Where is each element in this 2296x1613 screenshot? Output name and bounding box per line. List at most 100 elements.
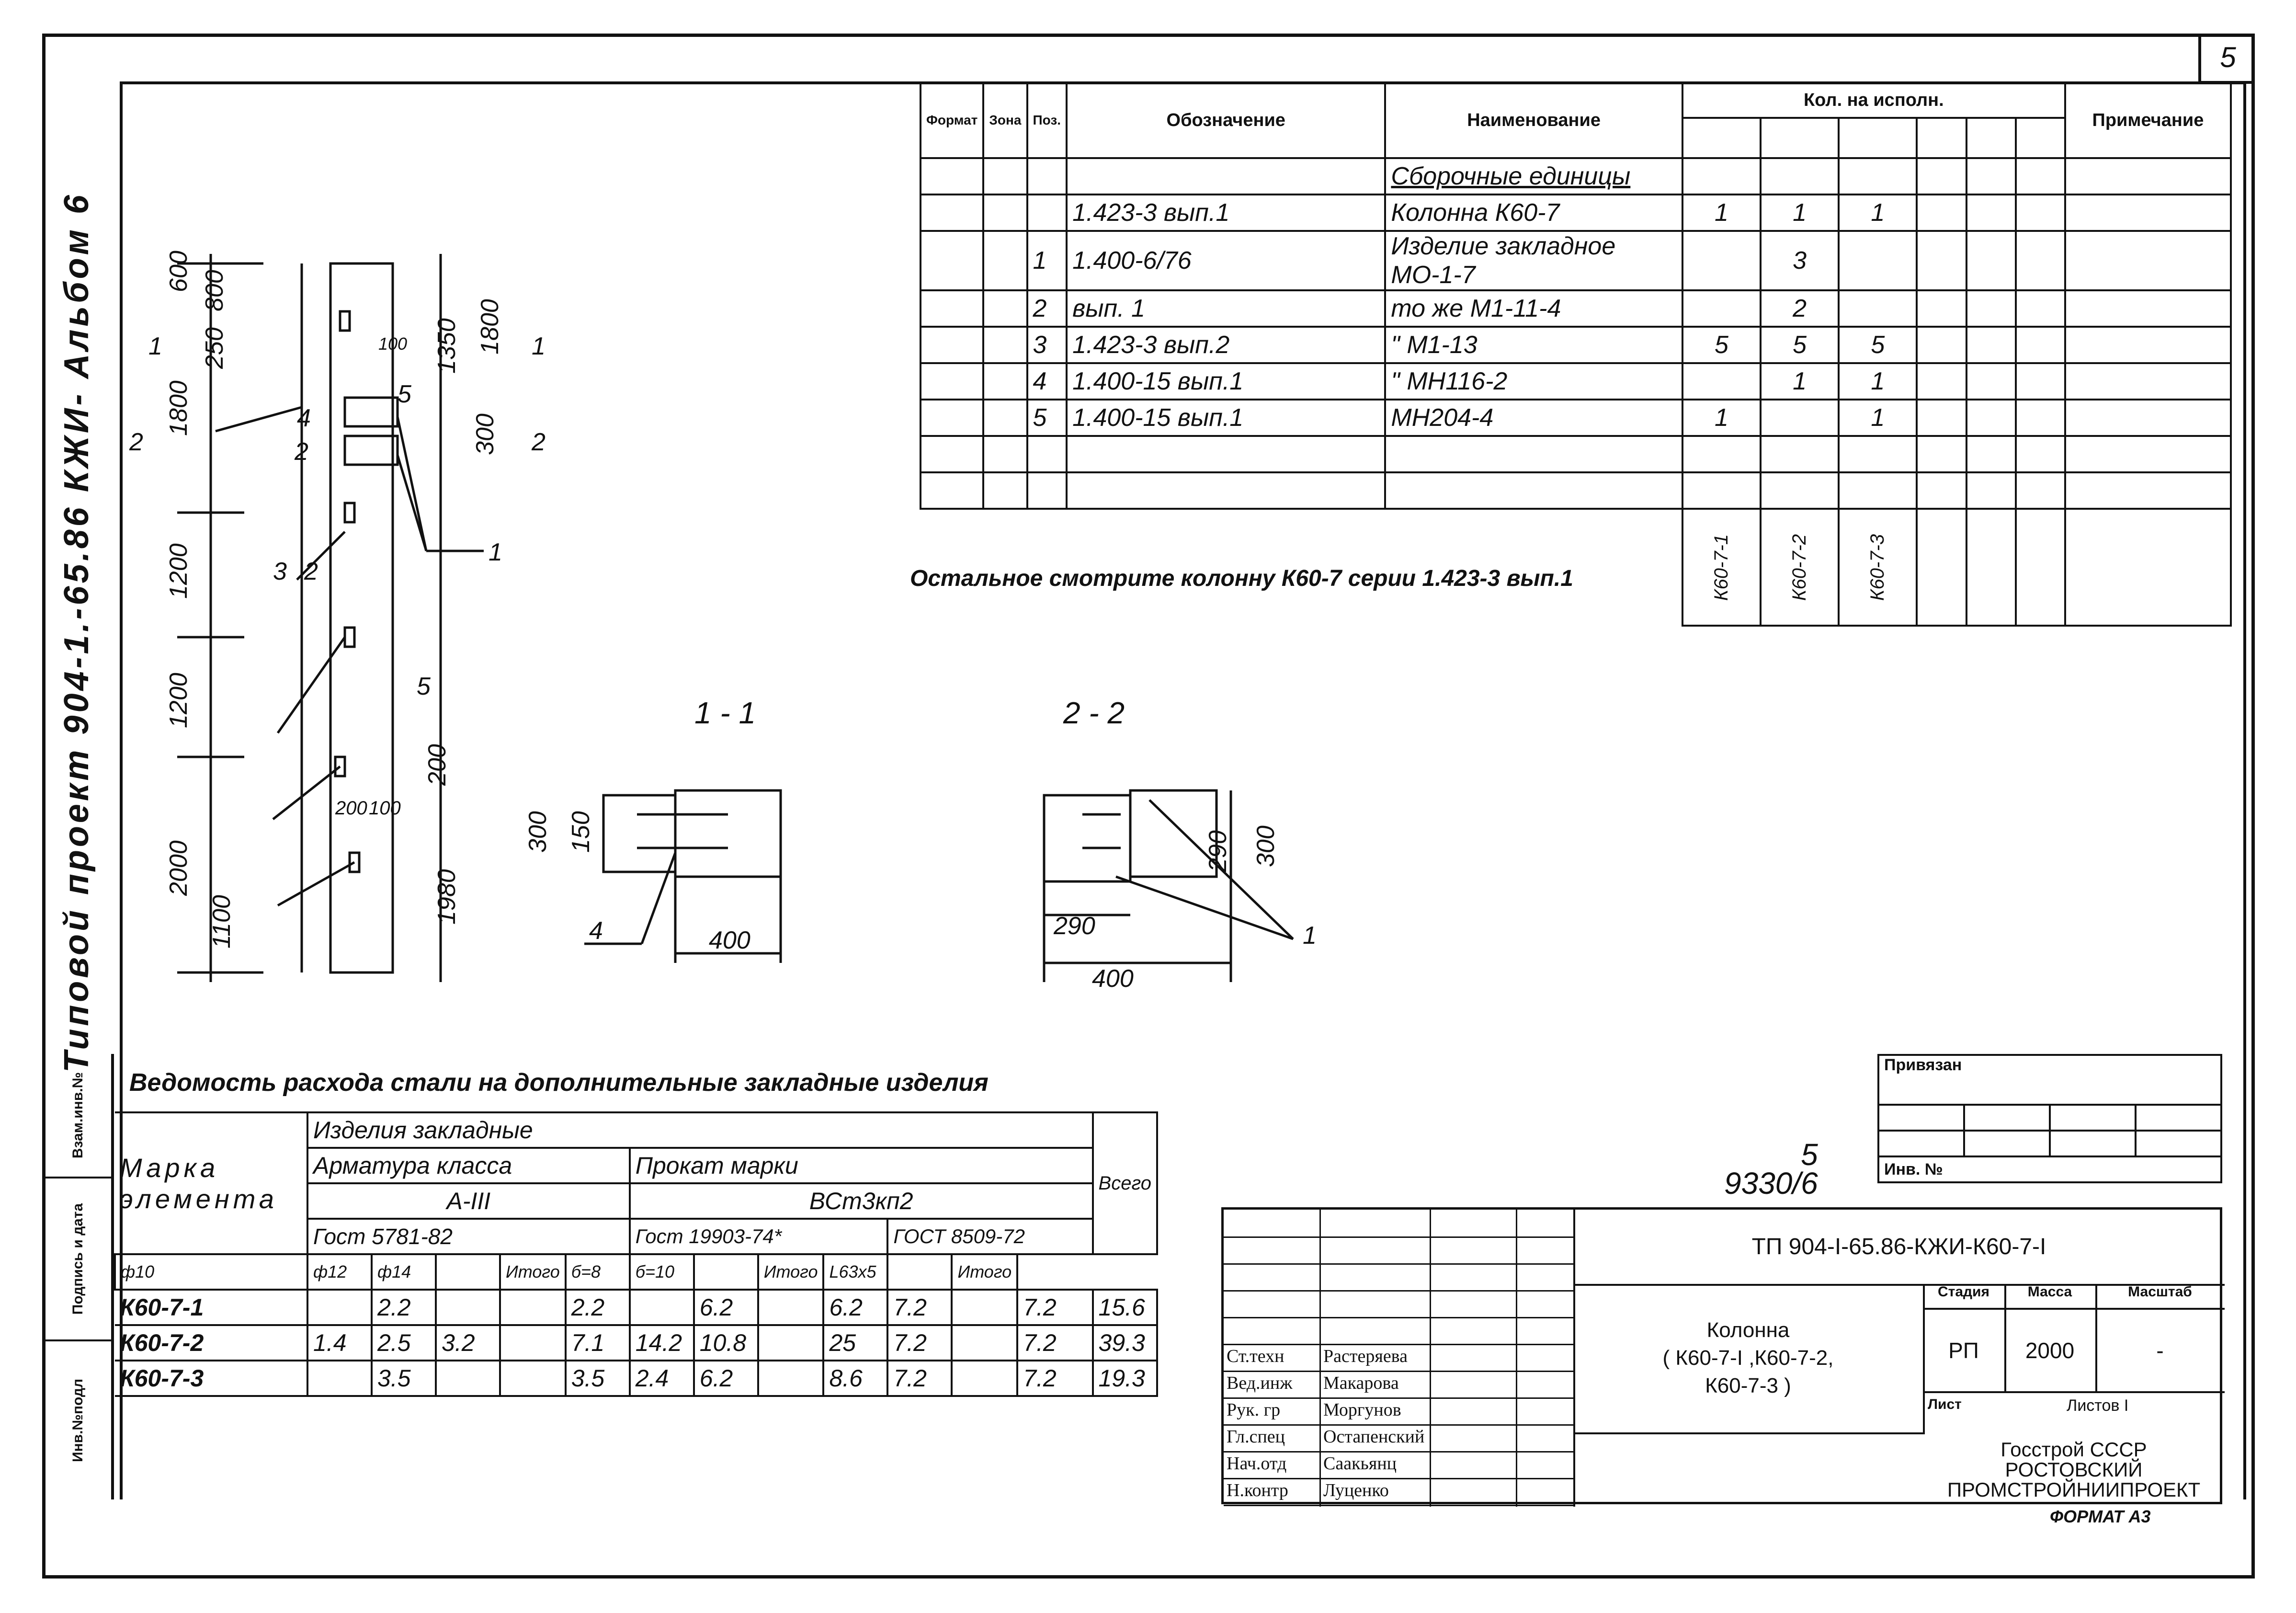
scale-value: - [2156,1338,2164,1363]
cell-designation [1066,435,1387,473]
stage-block: Стадия Масса Масштаб РП 2000 - Лист Лист… [1923,1284,2225,1432]
cell-designation: 1.423-3 вып.1 [1066,194,1387,232]
qty-value [1965,230,2017,291]
group-header: Изделия закладные [307,1111,1094,1149]
gost-1: Гост 19903-74* [628,1218,889,1255]
qty-value [1838,435,1918,473]
dim-label: 1200 [165,543,193,599]
row-value: 14.2 [628,1324,695,1361]
sidebar-label: Подпись и дата [70,1203,86,1315]
sidebar-label: Взам.инв.№ [70,1072,86,1159]
dim-label: 1100 [208,895,236,949]
qty-value: 1 [1838,362,1918,400]
mass-header: Масса [2004,1284,2097,1310]
row-total: 39.3 [1091,1324,1159,1361]
cell-name: МН204-4 [1384,399,1683,437]
cell-pos: 5 [1026,399,1068,437]
drawing-title: Колонна ( К60-7-I ,К60-7-2, К60-7-3 ) [1573,1284,1925,1434]
cut-mark: 2 [129,428,143,456]
row-value [757,1289,825,1326]
cell-designation: 1.400-6/76 [1066,230,1387,291]
table-row [919,471,2232,510]
qty-value [1838,471,1918,510]
qty-value: 5 [1838,326,1918,364]
row-value [307,1360,373,1397]
qty-value [1760,399,1840,437]
drawing-code: ТП 904-I-65.86-КЖИ-К60-7-I [1573,1210,2225,1286]
sheet-header: Лист [1928,1396,1962,1412]
dim-label: 1800 [476,299,504,355]
cell-name: Колонна К60-7 [1384,194,1683,232]
row-total: 19.3 [1091,1360,1159,1397]
row-value [757,1324,825,1361]
sidebar-cell: Инв.№подл [42,1341,114,1499]
row-value: 7.2 [887,1324,953,1361]
section-label: 1 - 1 [694,696,756,730]
table-row: Сборочные единицы [919,157,2232,195]
qty-value: 1 [1681,194,1762,232]
role-label: Гл.спец [1227,1427,1285,1447]
qty-value [1965,435,2017,473]
cell-pos [1026,471,1068,510]
qty-value [1916,194,1967,232]
row-value: 2.4 [628,1360,695,1397]
qty-value: 1 [1681,399,1762,437]
row-value: 2.5 [371,1324,437,1361]
qty-value: 3 [1760,230,1840,291]
col-zone: Зона [982,81,1028,159]
dim-label: 1800 [165,380,193,436]
mass-value: 2000 [2004,1310,2097,1391]
qty-value [1965,289,2017,328]
row-value: 3.2 [435,1324,501,1361]
row-mark: К60-7-1 [115,1289,308,1326]
row-value: 7.2 [1016,1324,1094,1361]
privyazan-block: Привязан Инв. № [1877,1054,2223,1183]
drawing-number: 5 9330/6 [1724,1137,1818,1201]
qty-value [2014,326,2066,364]
qty-value [2014,230,2066,291]
col-note: Примечание [2064,81,2232,159]
mark-header: Марка элемента [115,1111,308,1255]
column-elevation: 600 800 250 1800 1200 1200 2000 1100 135… [129,251,546,982]
qty-value [1681,230,1762,291]
dim-label: 800 [201,270,228,311]
section-2-2: 2 - 2 290 300 290 400 1 [1043,696,1317,993]
rolled-grade: ВСт3кп2 [628,1182,1094,1220]
qty-value [1916,230,1967,291]
qty-value [1681,435,1762,473]
sidebar-label: Инв.№подл [70,1378,86,1463]
row-value: 6.2 [693,1360,759,1397]
qty-value [1965,326,2017,364]
cell-pos: 2 [1026,289,1068,328]
dim-label: 150 [567,811,595,853]
dim-label: 400 [1092,965,1134,993]
cell-designation: вып. 1 [1066,289,1387,328]
subcol-header: L63х5 [822,1253,889,1291]
inv-label: Инв. № [1877,1155,2222,1183]
cut-mark: 1 [532,332,546,360]
row-total: 15.6 [1091,1289,1159,1326]
person-name: Макарова [1323,1373,1399,1393]
dim-label: 290 [1204,830,1232,872]
qty-value [1916,362,1967,400]
vertical-title: Типовой проект 904-1.-65.86 КЖИ- Альбом … [57,192,96,1073]
qty-value [2014,362,2066,400]
qty-value [1760,471,1840,510]
qty-value [1916,289,1967,328]
qty-value [2014,435,2066,473]
cell-name [1384,471,1683,510]
stage-header: Стадия [1923,1284,2006,1310]
subcol-header: ф12 [307,1253,373,1291]
cell-name: " МН116-2 [1384,362,1683,400]
sheet-frame [42,34,2255,1579]
column-outline [329,262,394,974]
row-value: 7.1 [564,1324,631,1361]
qty-value [1916,471,1967,510]
qty-value [1965,471,2017,510]
dim-label: 1200 [165,673,193,728]
row-value: 7.2 [887,1360,953,1397]
